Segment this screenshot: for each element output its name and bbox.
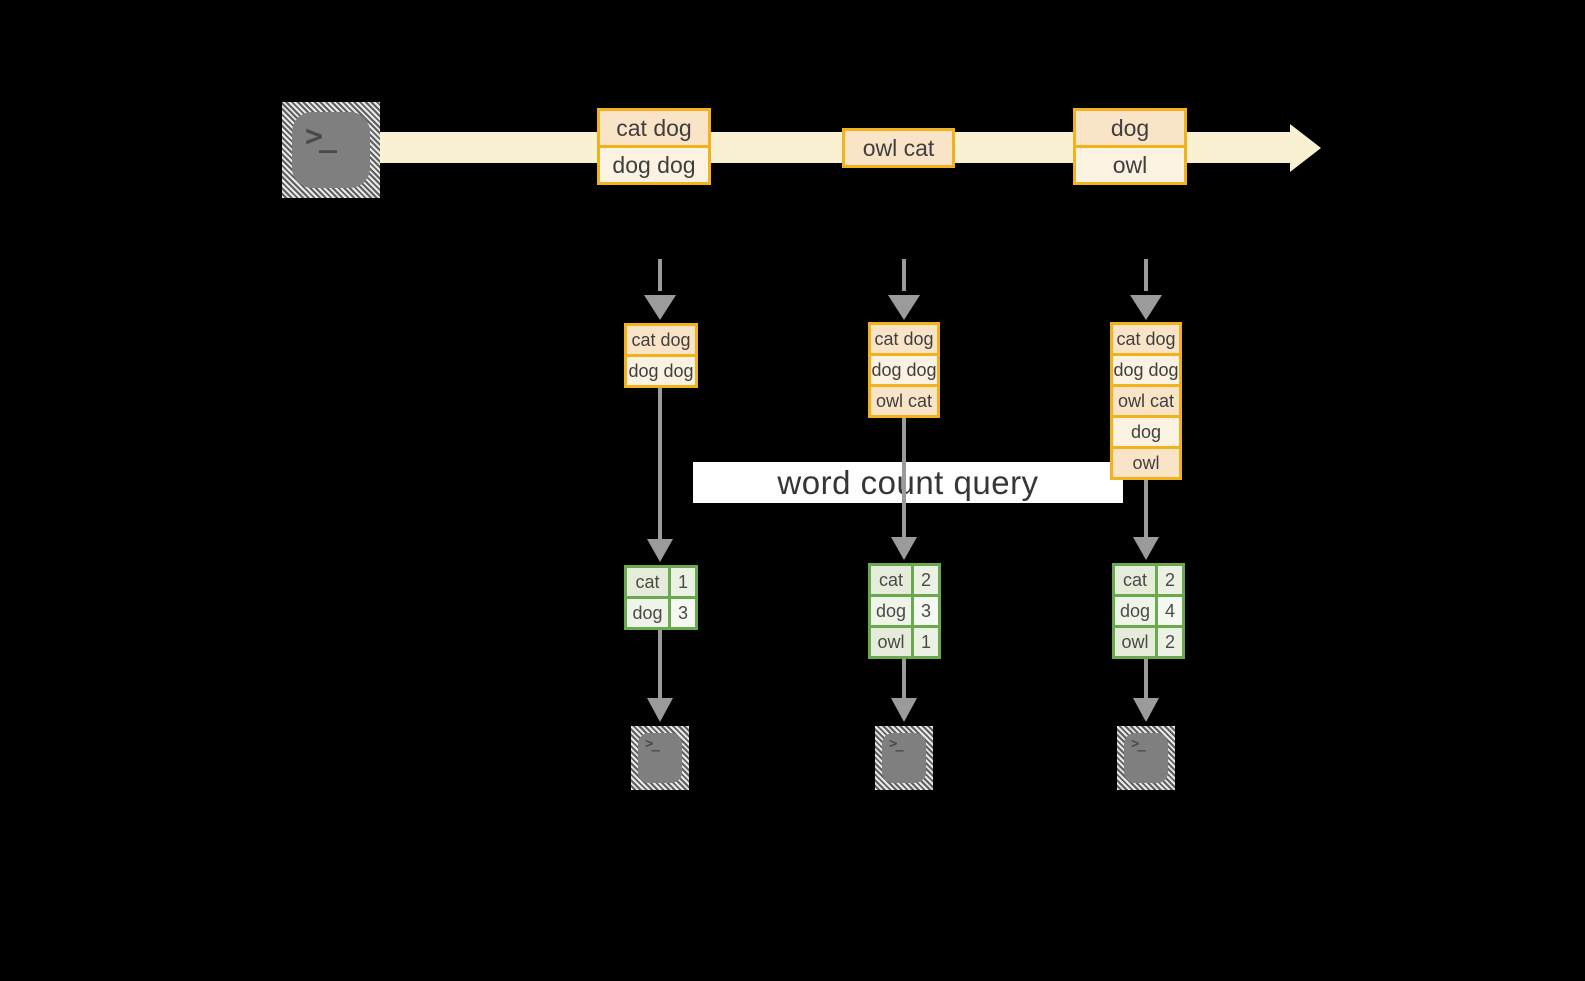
count-table-col3: cat 2 dog 4 owl 2 (1112, 563, 1185, 659)
word-cell: cat (1115, 566, 1155, 594)
count-table-col1: cat 1 dog 3 (624, 565, 698, 630)
state-row: cat dog (871, 325, 937, 353)
batch-line: owl cat (845, 131, 952, 165)
terminal-prompt-glyph: >_ (305, 119, 337, 154)
state-buffer-col2: cat dog dog dog owl cat (868, 322, 940, 418)
word-cell: dog (1115, 597, 1155, 625)
query-label-banner: word count query (693, 462, 1123, 503)
state-row: cat dog (627, 326, 695, 354)
word-cell: cat (871, 566, 911, 594)
output-arrow-col2 (891, 659, 917, 722)
query-arrow-col1 (647, 388, 673, 562)
count-cell: 2 (1158, 628, 1182, 656)
sink-terminal-icon-col3: >_ (1117, 726, 1175, 790)
stream-batch-1: cat dog dog dog (597, 108, 711, 185)
sink-terminal-icon-col1: >_ (631, 726, 689, 790)
word-cell: dog (627, 599, 668, 627)
terminal-body: >_ (292, 112, 370, 188)
count-cell: 3 (671, 599, 695, 627)
stream-batch-2: owl cat (842, 128, 955, 168)
output-arrow-col1 (647, 630, 673, 722)
state-row: dog dog (871, 356, 937, 384)
state-row: owl (1113, 449, 1179, 477)
word-cell: owl (871, 628, 911, 656)
state-buffer-col1: cat dog dog dog (624, 323, 698, 388)
word-cell: cat (627, 568, 668, 596)
terminal-prompt-glyph: >_ (889, 736, 904, 752)
count-cell: 1 (671, 568, 695, 596)
output-arrow-col3 (1133, 657, 1159, 722)
dashed-arrow-col1 (644, 259, 676, 320)
batch-line: owl (1076, 148, 1184, 182)
terminal-body: >_ (1124, 733, 1168, 783)
word-cell: owl (1115, 628, 1155, 656)
state-row: owl cat (1113, 387, 1179, 415)
count-cell: 1 (914, 628, 938, 656)
query-arrow-col3 (1133, 480, 1159, 560)
count-cell: 2 (914, 566, 938, 594)
state-row: dog dog (1113, 356, 1179, 384)
batch-line: dog (1076, 111, 1184, 145)
terminal-prompt-glyph: >_ (645, 736, 660, 752)
state-row: dog (1113, 418, 1179, 446)
state-row: cat dog (1113, 325, 1179, 353)
batch-line: dog dog (600, 148, 708, 182)
terminal-body: >_ (638, 733, 682, 783)
count-cell: 3 (914, 597, 938, 625)
word-cell: dog (871, 597, 911, 625)
state-row: owl cat (871, 387, 937, 415)
batch-line: cat dog (600, 111, 708, 145)
sink-terminal-icon-col2: >_ (875, 726, 933, 790)
state-row: dog dog (627, 357, 695, 385)
stream-batch-3: dog owl (1073, 108, 1187, 185)
state-buffer-col3: cat dog dog dog owl cat dog owl (1110, 322, 1182, 480)
terminal-body: >_ (882, 733, 926, 783)
dashed-arrow-col2 (888, 259, 920, 320)
query-label: word count query (777, 463, 1039, 501)
source-terminal-icon: >_ (282, 102, 380, 198)
count-table-col2: cat 2 dog 3 owl 1 (868, 563, 941, 659)
query-arrow-col2 (891, 418, 917, 560)
terminal-prompt-glyph: >_ (1131, 736, 1146, 752)
dashed-arrow-col3 (1130, 259, 1162, 320)
stream-arrow-head (1290, 124, 1321, 172)
count-cell: 4 (1158, 597, 1182, 625)
count-cell: 2 (1158, 566, 1182, 594)
